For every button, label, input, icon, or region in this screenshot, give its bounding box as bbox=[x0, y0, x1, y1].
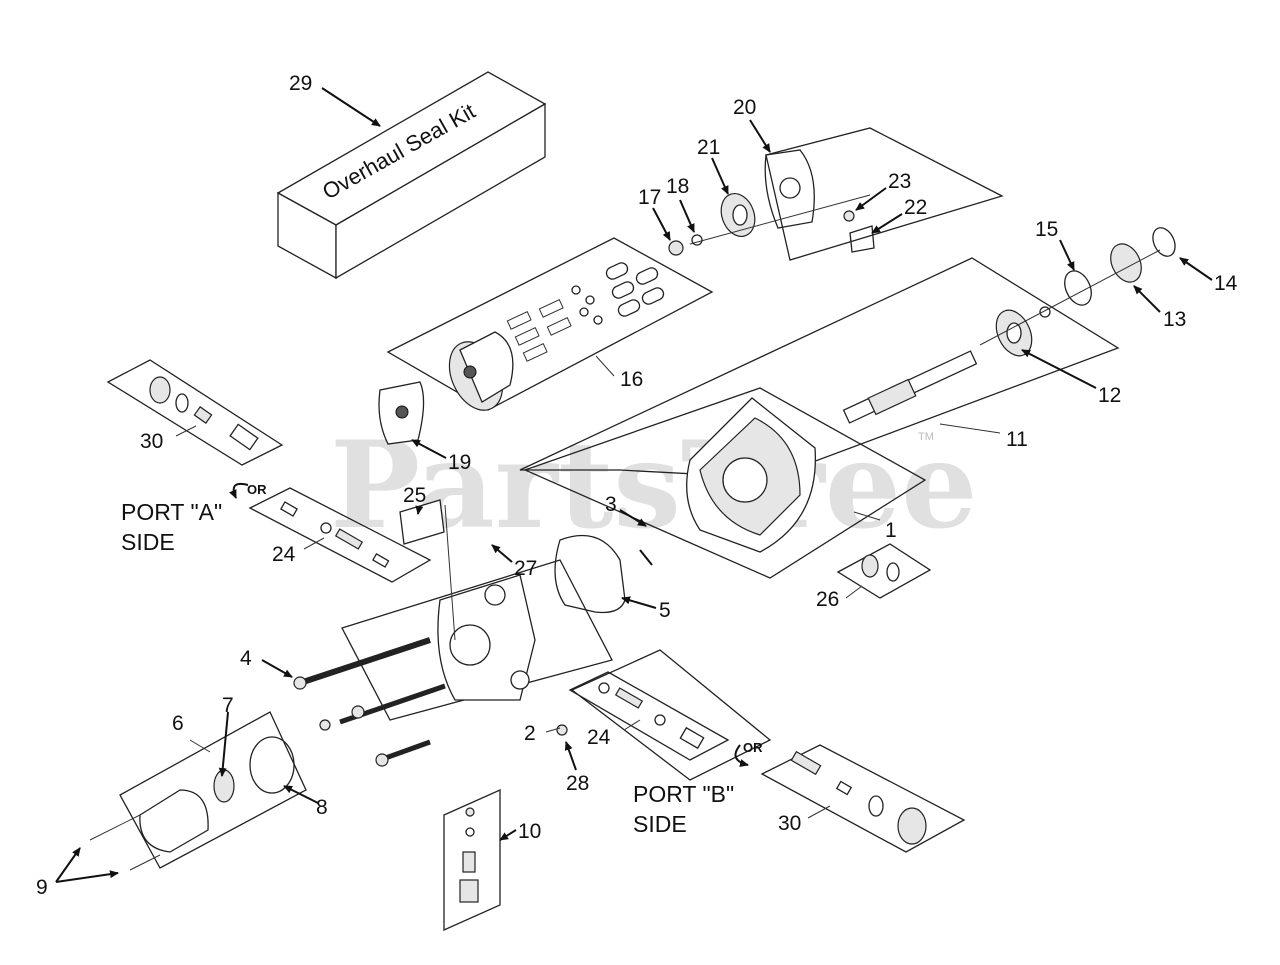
callout-9: 9 bbox=[36, 876, 48, 899]
callout-2: 2 bbox=[524, 722, 536, 745]
callout-5: 5 bbox=[659, 599, 671, 622]
callout-22: 22 bbox=[904, 196, 927, 219]
callout-26: 26 bbox=[816, 588, 839, 611]
callout-4: 4 bbox=[240, 647, 252, 670]
callout-1: 1 bbox=[885, 519, 897, 542]
callout-28: 28 bbox=[566, 772, 589, 795]
port-a-side-label: SIDE bbox=[121, 529, 175, 555]
callout-10: 10 bbox=[518, 820, 541, 843]
pump-housing bbox=[523, 387, 927, 579]
callout-25: 25 bbox=[403, 484, 426, 507]
port-b-label: PORT "B" bbox=[633, 781, 734, 807]
seal-kit-box: Overhaul Seal Kit bbox=[276, 71, 547, 280]
pin bbox=[639, 549, 653, 566]
trademark-text: TM bbox=[918, 431, 934, 443]
callout-19: 19 bbox=[448, 451, 471, 474]
rotation-symbol-a: OR bbox=[229, 482, 267, 499]
callout-labels: 29 20 21 17 18 23 22 15 14 13 12 11 16 1… bbox=[36, 72, 1238, 899]
callout-30-upper: 30 bbox=[140, 430, 163, 453]
callout-17: 17 bbox=[638, 186, 661, 209]
upper-small-parts bbox=[668, 127, 1004, 261]
valve-group-upper bbox=[106, 359, 284, 466]
callout-18: 18 bbox=[666, 175, 689, 198]
bolts bbox=[293, 637, 568, 767]
seal-26-group bbox=[836, 543, 932, 599]
callout-21: 21 bbox=[697, 136, 720, 159]
valve-group-lower bbox=[760, 744, 966, 853]
port-b-side-label: SIDE bbox=[633, 811, 687, 837]
callout-leaders bbox=[55, 87, 1213, 883]
rotation-symbol-b: OR bbox=[734, 740, 763, 767]
callout-15: 15 bbox=[1035, 218, 1058, 241]
callout-24-lower: 24 bbox=[587, 726, 611, 749]
callout-30-lower: 30 bbox=[778, 812, 801, 835]
callout-7: 7 bbox=[222, 694, 234, 717]
cylinder-block-group bbox=[386, 237, 714, 411]
svg-text:OR: OR bbox=[247, 482, 267, 497]
cover-group bbox=[89, 711, 307, 871]
callout-12: 12 bbox=[1098, 384, 1121, 407]
callout-14: 14 bbox=[1214, 272, 1238, 295]
callout-6: 6 bbox=[172, 712, 184, 735]
callout-23: 23 bbox=[888, 170, 911, 193]
shaft-group bbox=[519, 227, 1176, 479]
callout-3: 3 bbox=[605, 493, 617, 516]
callout-20: 20 bbox=[733, 96, 756, 119]
check-valve-group-lower bbox=[568, 671, 730, 761]
callout-13: 13 bbox=[1163, 308, 1186, 331]
callout-29: 29 bbox=[289, 72, 312, 95]
svg-text:OR: OR bbox=[743, 740, 763, 755]
port-a-label: PORT "A" bbox=[121, 499, 222, 525]
check-valve-group-upper bbox=[248, 487, 432, 583]
plate-25 bbox=[399, 499, 445, 545]
callout-27: 27 bbox=[514, 557, 537, 580]
callout-16: 16 bbox=[620, 368, 643, 391]
callout-8: 8 bbox=[316, 796, 328, 819]
callout-11: 11 bbox=[1006, 428, 1028, 451]
thrust-plate bbox=[378, 381, 425, 445]
gasket bbox=[554, 534, 626, 614]
parts-card-10 bbox=[443, 788, 501, 932]
callout-24-upper: 24 bbox=[272, 543, 296, 566]
center-section bbox=[341, 504, 772, 781]
